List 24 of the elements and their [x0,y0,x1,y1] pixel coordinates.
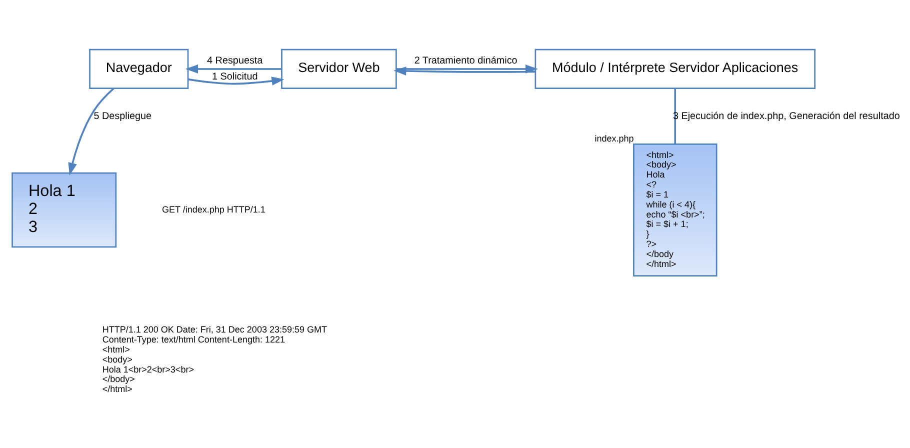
arrow [68,88,114,176]
label: <body> [102,354,132,364]
node-box: Navegador [89,48,189,90]
node-box: <html> <body> Hola <? $i = 1 while (i < 4){ echo “$i <br>”; $i = $i + 1; } ?> </body </html> [633,144,718,276]
label: </body> [102,374,135,384]
edge-label: 4 Respuesta [207,55,263,66]
label: </html> [102,384,132,394]
label: <html> [102,344,130,354]
arrow [396,64,538,74]
label: Hola 1<br>2<br>3<br> [102,364,194,374]
arrow [185,64,282,74]
edge-label: 5 Despliegue [94,110,152,122]
arrow [394,66,536,76]
node-box: Servidor Web [281,48,397,90]
node-label: index.php [594,134,634,144]
node-box: Hola 1 2 3 [12,172,117,248]
arrow [188,76,284,86]
node-box: Módulo / Intérprete Servidor Aplicaciones [534,48,816,90]
edge-label: 2 Tratamiento dinámico [414,55,518,66]
edge-label: 1 Solicitud [212,72,258,83]
label: HTTP/1.1 200 OK Date: Fri, 31 Dec 2003 23:59:59 GMT [102,324,327,335]
connector [674,88,676,144]
label: Content-Type: text/html Content-Length: 1221 [102,334,286,345]
label: GET /index.php HTTP/1.1 [162,204,266,214]
